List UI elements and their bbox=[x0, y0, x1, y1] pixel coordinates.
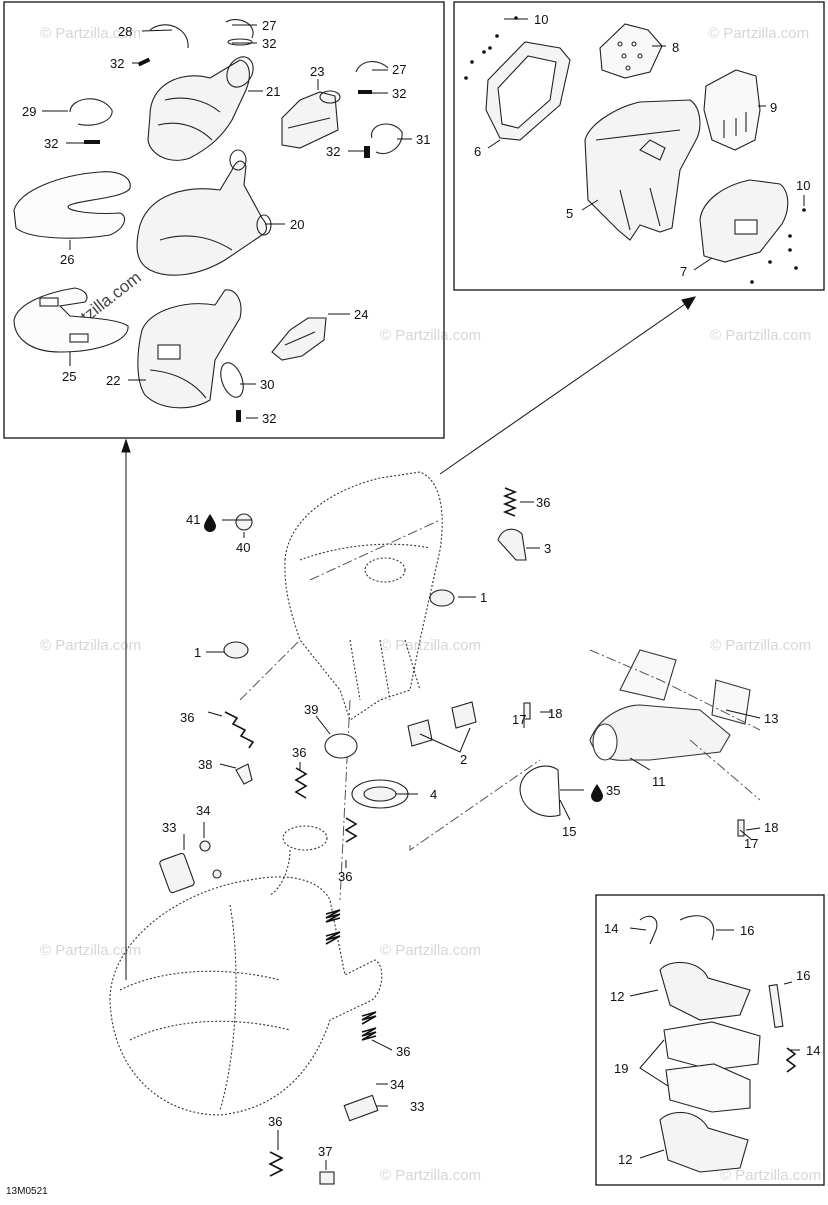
callout-36: 36 bbox=[338, 869, 352, 884]
callout-36: 36 bbox=[292, 745, 306, 760]
callout-28: 28 bbox=[118, 24, 132, 39]
callout-34: 34 bbox=[196, 803, 210, 818]
callout-3: 3 bbox=[544, 541, 551, 556]
callout-32: 32 bbox=[262, 36, 276, 51]
callout-13: 13 bbox=[764, 711, 778, 726]
watermark: © Partzilla.com bbox=[380, 327, 481, 344]
callout-11: 11 bbox=[652, 774, 666, 789]
callout-27: 27 bbox=[392, 62, 406, 77]
leader-lines bbox=[42, 18, 805, 1170]
callout-33: 33 bbox=[162, 820, 176, 835]
callout-14: 14 bbox=[806, 1043, 820, 1058]
callout-35: 35 bbox=[606, 783, 620, 798]
callout-10: 10 bbox=[796, 178, 810, 193]
callout-18: 18 bbox=[764, 820, 778, 835]
callout-6: 6 bbox=[474, 144, 481, 159]
callout-30: 30 bbox=[260, 377, 274, 392]
callout-31: 31 bbox=[416, 132, 430, 147]
callout-24: 24 bbox=[354, 307, 368, 322]
guide-lines bbox=[239, 519, 761, 901]
callout-16: 16 bbox=[796, 968, 810, 983]
callout-37: 37 bbox=[318, 1144, 332, 1159]
callout-26: 26 bbox=[60, 252, 74, 267]
diagram-code: 13M0521 bbox=[6, 1186, 48, 1197]
watermark: © Partzilla.com bbox=[40, 25, 141, 42]
callout-5: 5 bbox=[566, 206, 573, 221]
callout-17: 17 bbox=[744, 836, 758, 851]
watermark: © Partzilla.com bbox=[720, 1167, 821, 1184]
watermark: © Partzilla.com bbox=[380, 942, 481, 959]
watermark: © Partzilla.com bbox=[708, 25, 809, 42]
callout-38: 38 bbox=[198, 757, 212, 772]
callout-9: 9 bbox=[770, 100, 777, 115]
reference-arrows bbox=[121, 296, 697, 980]
callout-36: 36 bbox=[536, 495, 550, 510]
callout-25: 25 bbox=[62, 369, 76, 384]
clips bbox=[84, 57, 372, 422]
callout-19: 19 bbox=[614, 1061, 628, 1076]
drop-icon bbox=[204, 514, 216, 532]
drop-icon bbox=[591, 784, 603, 802]
callout-32: 32 bbox=[262, 411, 276, 426]
callout-12: 12 bbox=[618, 1152, 632, 1167]
watermark: © Partzilla.com bbox=[710, 637, 811, 654]
callout-20: 20 bbox=[290, 217, 304, 232]
watermark: © Partzilla.com bbox=[380, 1167, 481, 1184]
callout-40: 40 bbox=[236, 540, 250, 555]
callout-7: 7 bbox=[680, 264, 687, 279]
callouts: 28 27 32 32 21 23 27 32 29 32 31 32 26 2… bbox=[22, 12, 820, 1167]
callout-4: 4 bbox=[430, 787, 437, 802]
top-right-parts bbox=[485, 23, 789, 263]
detail-frame-bottom-right bbox=[595, 894, 825, 1186]
callout-2: 2 bbox=[460, 752, 467, 767]
callout-16: 16 bbox=[740, 923, 754, 938]
callout-41: 41 bbox=[186, 512, 200, 527]
callout-36: 36 bbox=[396, 1044, 410, 1059]
watermark: © Partzilla.com bbox=[710, 327, 811, 344]
callout-34: 34 bbox=[390, 1077, 404, 1092]
callout-22: 22 bbox=[106, 373, 120, 388]
callout-15: 15 bbox=[562, 824, 576, 839]
callout-32: 32 bbox=[44, 136, 58, 151]
callout-33: 33 bbox=[410, 1099, 424, 1114]
callout-1: 1 bbox=[194, 645, 201, 660]
callout-17: 17 bbox=[512, 712, 526, 727]
watermark: © Partzilla.com bbox=[380, 637, 481, 654]
callout-36: 36 bbox=[180, 710, 194, 725]
small-parts bbox=[159, 513, 745, 1185]
callout-29: 29 bbox=[22, 104, 36, 119]
springs bbox=[224, 487, 797, 1177]
callout-12: 12 bbox=[610, 989, 624, 1004]
callout-8: 8 bbox=[672, 40, 679, 55]
callout-32: 32 bbox=[326, 144, 340, 159]
callout-1: 1 bbox=[480, 590, 487, 605]
callout-23: 23 bbox=[310, 64, 324, 79]
callout-32: 32 bbox=[392, 86, 406, 101]
detail-frame-top-left bbox=[3, 1, 445, 439]
bottom-right-parts bbox=[639, 915, 784, 1173]
lubricant-drop-icons bbox=[204, 514, 603, 802]
callout-14: 14 bbox=[604, 921, 618, 936]
callout-27: 27 bbox=[262, 18, 276, 33]
callout-18: 18 bbox=[548, 706, 562, 721]
callout-36: 36 bbox=[268, 1114, 282, 1129]
callout-32: 32 bbox=[110, 56, 124, 71]
callout-10: 10 bbox=[534, 12, 548, 27]
watermark: © Partzilla.com bbox=[40, 942, 141, 959]
detail-frame-top-right bbox=[453, 1, 825, 291]
watermark: © Partzilla.com bbox=[40, 637, 141, 654]
callout-39: 39 bbox=[304, 702, 318, 717]
watermark-layer: © Partzilla.com © Partzilla.com © Partzi… bbox=[40, 25, 821, 1184]
top-left-parts bbox=[13, 19, 403, 409]
callout-21: 21 bbox=[266, 84, 280, 99]
